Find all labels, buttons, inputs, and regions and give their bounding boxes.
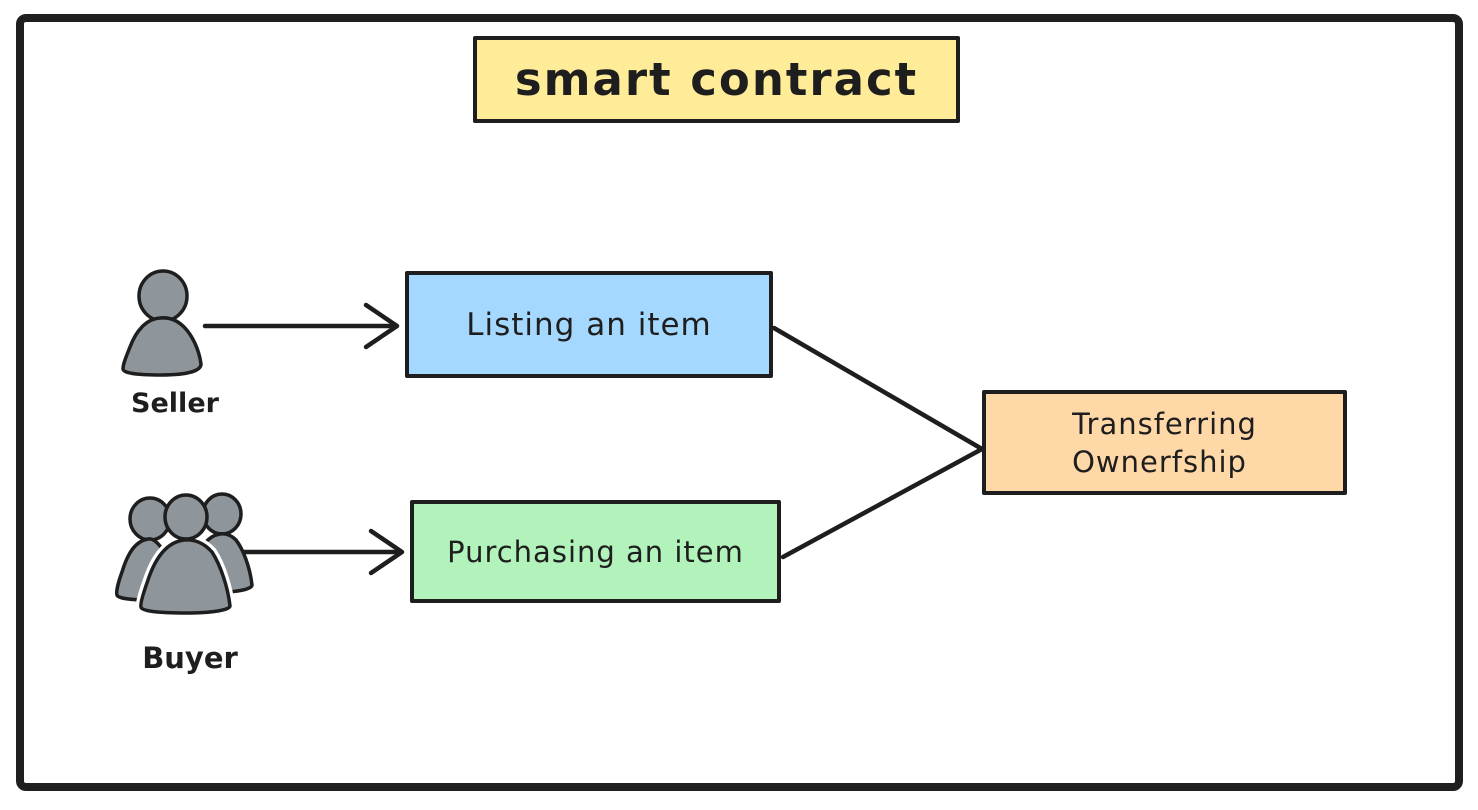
node-transferring-ownership: Transferring Ownerfship [982,390,1347,495]
title-label: smart contract [514,53,919,106]
title-box-smart-contract: smart contract [473,36,960,123]
node-purchasing-label: Purchasing an item [447,534,744,569]
node-transferring-label-line2: Ownerfship [1072,444,1247,479]
node-purchasing-an-item: Purchasing an item [410,500,781,603]
node-listing-an-item: Listing an item [405,271,773,378]
buyer-label: Buyer [142,641,238,675]
seller-label: Seller [131,388,219,419]
node-transferring-label-line1: Transferring [1072,406,1257,441]
node-transferring-label: Transferring Ownerfship [1072,405,1257,481]
node-listing-label: Listing an item [466,306,712,343]
diagram-border-frame [16,14,1463,791]
